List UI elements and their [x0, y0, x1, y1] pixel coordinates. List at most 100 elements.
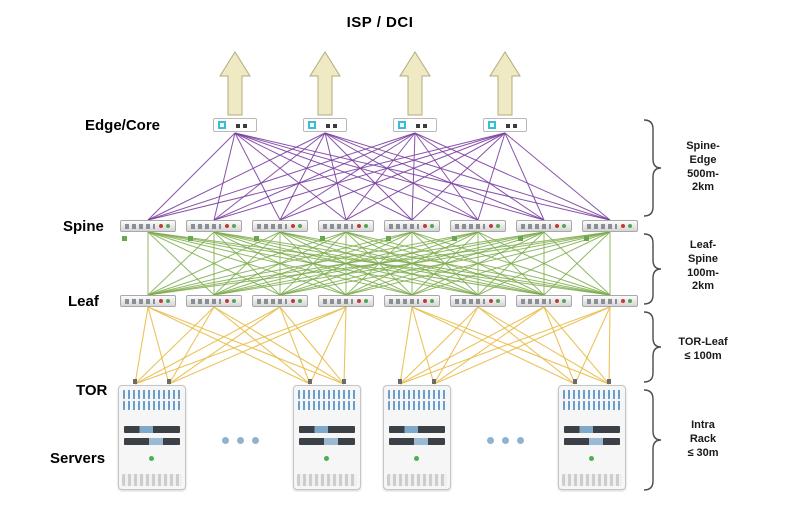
- spine-leaf-link: [147, 231, 479, 296]
- edge-spine-link: [279, 132, 416, 221]
- leaf-switch: [450, 295, 506, 307]
- leaf-tor-link: [477, 306, 576, 385]
- server-unit: [299, 426, 355, 433]
- spine-switch: [186, 220, 242, 232]
- spine-leaf-link: [411, 231, 479, 296]
- ellipsis-dot: [517, 437, 524, 444]
- tor-uplink-port-icon: [398, 379, 402, 384]
- edge-spine-link: [414, 132, 545, 221]
- edge-spine-link: [324, 132, 413, 221]
- status-led-green: [166, 299, 170, 303]
- uplink-arrow-icon: [309, 51, 341, 116]
- edge-spine-link: [345, 132, 416, 221]
- tor-switch: [298, 390, 356, 399]
- switch-ports: [257, 299, 287, 304]
- status-led-green: [232, 224, 236, 228]
- status-led-red: [291, 224, 295, 228]
- device-led: [506, 124, 510, 128]
- spine-leaf-link: [213, 231, 281, 296]
- tor-uplink-port-icon: [342, 379, 346, 384]
- leaf-tor-link: [213, 306, 345, 385]
- leaf-tor-link: [134, 306, 281, 385]
- spine-switch: [120, 220, 176, 232]
- link-indicator: [452, 236, 457, 241]
- ellipsis-dot: [487, 437, 494, 444]
- edge-spine-link: [504, 132, 545, 221]
- device-led: [326, 124, 330, 128]
- server-unit: [564, 438, 620, 445]
- edge-spine-link: [234, 132, 479, 221]
- server-rack: [293, 385, 361, 490]
- edge-spine-link: [279, 132, 326, 221]
- status-led-green: [364, 299, 368, 303]
- server-unit: [389, 438, 445, 445]
- spine-leaf-link: [147, 231, 215, 296]
- spine-leaf-link: [279, 231, 611, 296]
- link-indicator: [122, 236, 127, 241]
- spine-leaf-link: [213, 231, 281, 296]
- leaf-tor-link: [574, 306, 611, 385]
- leaf-tor-link: [399, 306, 611, 385]
- spine-leaf-link: [345, 231, 545, 296]
- edge-spine-link: [324, 132, 545, 221]
- tor-uplink-port-icon: [573, 379, 577, 384]
- status-led-red: [159, 299, 163, 303]
- spine-leaf-link: [279, 231, 347, 296]
- annotation-tor-leaf: TOR-Leaf ≤ 100m: [678, 336, 728, 362]
- edge-core-device: [483, 118, 527, 132]
- edge-spine-link: [414, 132, 479, 221]
- leaf-switch: [318, 295, 374, 307]
- switch-ports: [125, 224, 155, 229]
- spine-leaf-link: [345, 231, 413, 296]
- leaf-tor-link: [433, 306, 545, 385]
- spine-leaf-link: [345, 231, 479, 296]
- tor-switch: [388, 390, 446, 399]
- leaf-tor-link: [543, 306, 576, 385]
- power-led: [589, 456, 594, 461]
- server-rack: [383, 385, 451, 490]
- status-led-green: [562, 224, 566, 228]
- link-indicator: [254, 236, 259, 241]
- status-led-red: [423, 224, 427, 228]
- leaf-switch: [252, 295, 308, 307]
- switch-ports: [587, 224, 617, 229]
- spine-leaf-link: [147, 231, 479, 296]
- spine-leaf-link: [279, 231, 479, 296]
- tor-switch: [298, 401, 356, 410]
- leaf-tor-link: [399, 306, 413, 385]
- leaf-switch: [516, 295, 572, 307]
- power-led: [414, 456, 419, 461]
- status-led-green: [232, 299, 236, 303]
- leaf-tor-link: [134, 306, 149, 385]
- edge-spine-link: [411, 132, 416, 221]
- leaf-tor-link: [411, 306, 435, 385]
- spine-leaf-link: [147, 231, 215, 296]
- tor-switch: [123, 401, 181, 410]
- leaf-tor-link: [147, 306, 345, 385]
- spine-leaf-link: [477, 231, 545, 296]
- switch-ports: [389, 224, 419, 229]
- spine-switch: [516, 220, 572, 232]
- ellipsis-dot: [502, 437, 509, 444]
- spine-leaf-link: [477, 231, 611, 296]
- spine-leaf-link: [147, 231, 413, 296]
- edge-spine-link: [411, 132, 506, 221]
- distance-bracket: [643, 119, 662, 217]
- spine-leaf-link: [213, 231, 479, 296]
- ellipsis-dot: [222, 437, 229, 444]
- spine-switch: [384, 220, 440, 232]
- status-led-red: [621, 224, 625, 228]
- layer-label-servers: Servers: [50, 450, 106, 467]
- edge-spine-link: [213, 132, 506, 221]
- link-indicator: [320, 236, 325, 241]
- status-led-green: [496, 224, 500, 228]
- status-led-red: [555, 224, 559, 228]
- server-rack: [118, 385, 186, 490]
- spine-leaf-link: [147, 231, 281, 296]
- edge-spine-link: [279, 132, 506, 221]
- spine-leaf-link: [543, 231, 611, 296]
- spine-leaf-link: [213, 231, 347, 296]
- power-led: [324, 456, 329, 461]
- device-led: [416, 124, 420, 128]
- leaf-tor-link: [343, 306, 347, 385]
